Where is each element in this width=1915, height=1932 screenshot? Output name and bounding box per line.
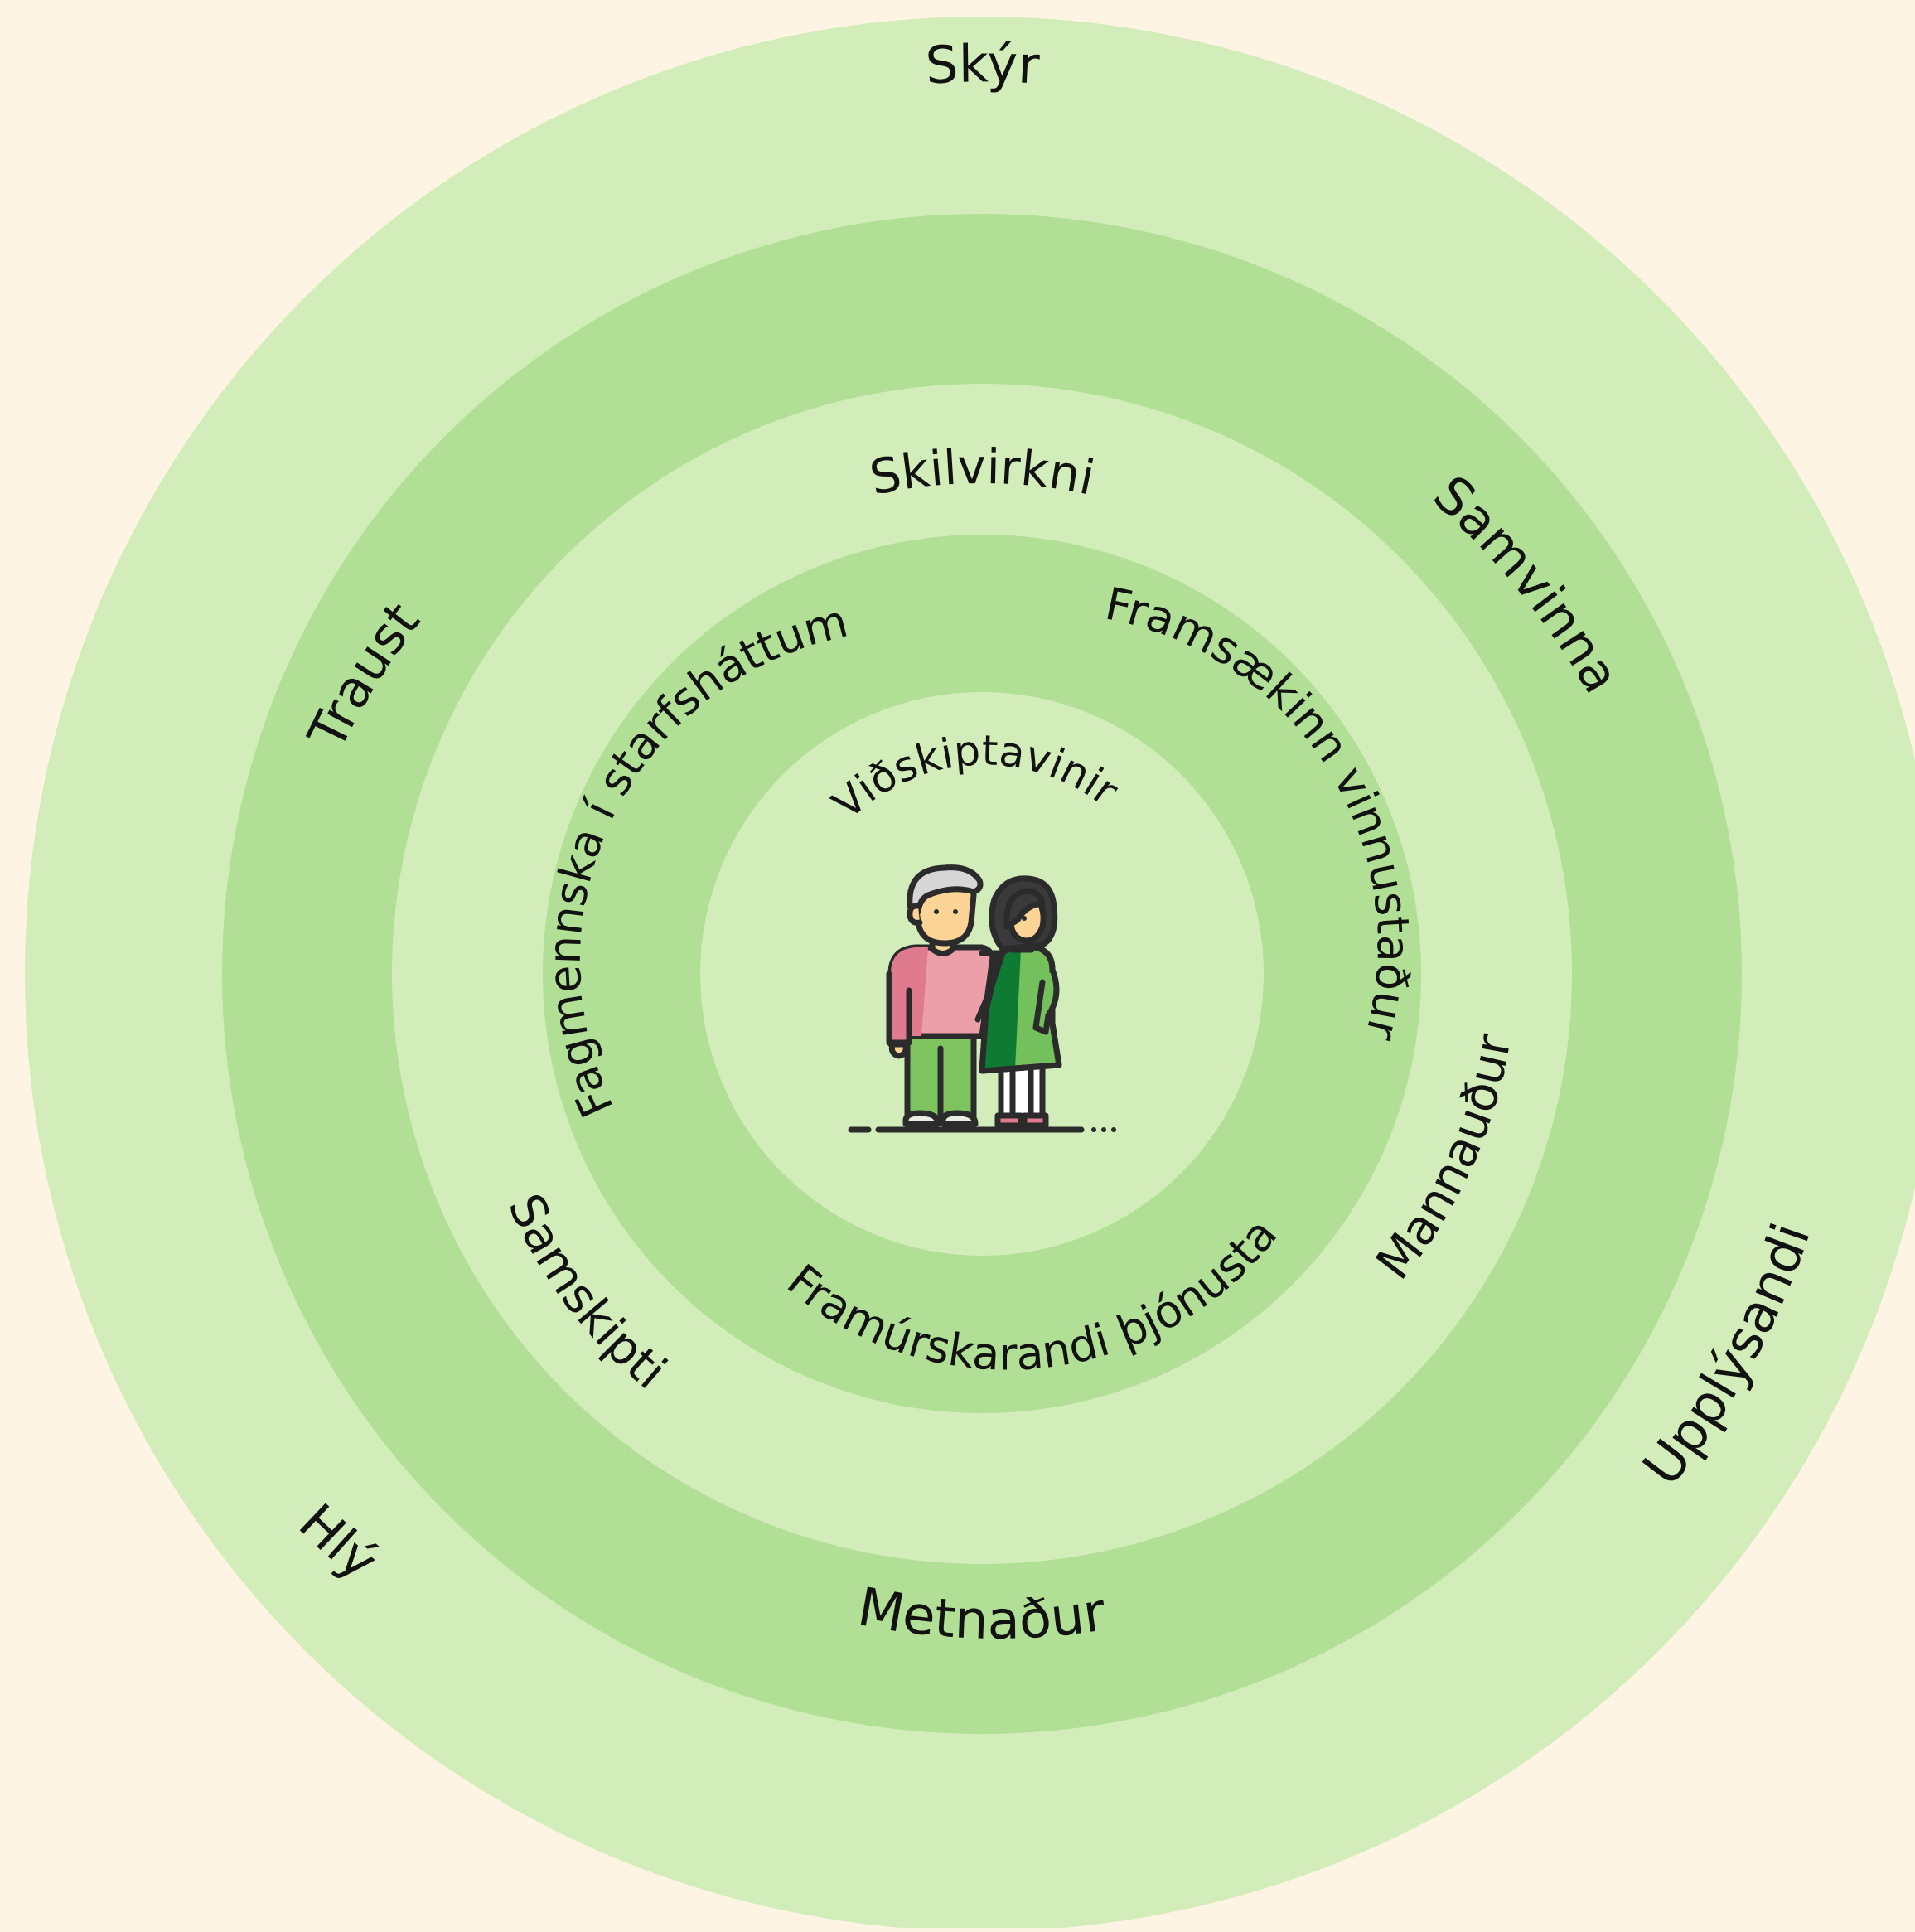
label-skyr: Skýr: [924, 33, 1041, 95]
couple-icon: [848, 864, 1116, 1133]
